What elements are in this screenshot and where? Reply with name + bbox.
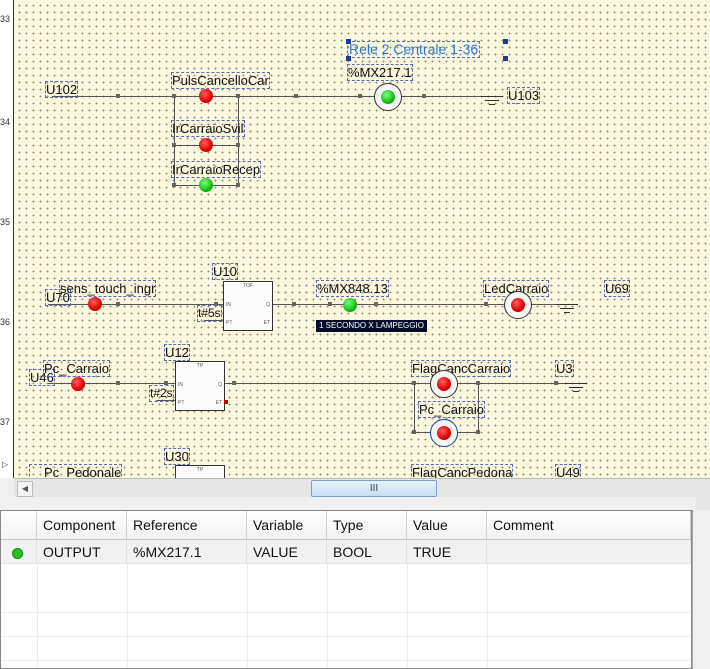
coil-state-green	[381, 90, 395, 104]
rung-start-label[interactable]: U102	[44, 81, 79, 98]
horizontal-scrollbar[interactable]: ◀ III	[14, 478, 710, 498]
coil-state-red	[437, 426, 451, 440]
contact-label[interactable]: Pc_Carraio	[417, 401, 486, 418]
cell-type: BOOL	[327, 540, 407, 564]
rung-end-label[interactable]: U103	[506, 87, 541, 104]
cell-component: OUTPUT	[37, 540, 127, 564]
coil-output[interactable]	[504, 291, 532, 319]
ground-icon	[565, 383, 587, 395]
contact-state-green[interactable]	[199, 178, 213, 192]
row-number: 37	[0, 417, 11, 427]
ground-icon	[556, 304, 578, 316]
row-number: 36	[0, 317, 11, 327]
tof-block[interactable]: TOF IN PT Q ET	[223, 281, 273, 331]
block-instance[interactable]: U12	[164, 344, 190, 361]
comment-label[interactable]: 1 SECONDO X LAMPEGGIO	[316, 320, 427, 332]
contact-state-red[interactable]	[71, 377, 85, 391]
cell-variable: VALUE	[247, 540, 327, 564]
ladder-editor: 33 34 35 36 37 ▷ U102 PulsCancelloCar Ir…	[0, 0, 710, 498]
rung-end-label[interactable]: U49	[555, 464, 581, 481]
ground-icon	[481, 96, 503, 108]
contact-state-red[interactable]	[88, 297, 102, 311]
rung-title[interactable]: Rele 2 Centrale 1-36	[346, 41, 481, 58]
column-header-reference[interactable]: Reference	[127, 511, 247, 540]
row-arrow-icon: ▷	[2, 460, 9, 469]
cell-reference: %MX217.1	[127, 540, 247, 564]
contact-state-red[interactable]	[199, 138, 213, 152]
watch-table: Component Reference Variable Type Value …	[0, 510, 692, 669]
coil-label[interactable]: FlagCancPedona	[410, 464, 514, 481]
scroll-left-icon[interactable]: ◀	[17, 481, 33, 497]
column-header-comment[interactable]: Comment	[487, 511, 691, 540]
rung-start-label[interactable]: U70	[45, 289, 71, 306]
block-instance[interactable]: U30	[164, 448, 190, 465]
contact-label[interactable]: Pc_Pedonale	[28, 464, 123, 481]
row-number: 35	[0, 217, 11, 227]
rung-end-label[interactable]: U69	[604, 280, 630, 297]
row-ruler: 33 34 35 36 37 ▷	[0, 0, 14, 478]
coil-state-red	[511, 298, 525, 312]
coil-output[interactable]	[430, 370, 458, 398]
row-number: 34	[0, 117, 11, 127]
status-dot-icon	[12, 548, 23, 559]
row-number: 33	[0, 14, 11, 24]
watch-vertical-scrollbar[interactable]	[692, 510, 710, 669]
cell-comment[interactable]	[487, 540, 691, 564]
scroll-thumb[interactable]: III	[311, 480, 437, 497]
tp-block[interactable]: TP IN PT Q ET	[175, 361, 228, 411]
cell-value[interactable]: TRUE	[407, 540, 487, 564]
feedback-coil[interactable]	[430, 419, 458, 447]
contact-label[interactable]: PulsCancelloCar	[171, 72, 270, 89]
contact-label[interactable]: sens_touch_ingr	[58, 280, 157, 297]
panel-splitter[interactable]	[0, 497, 710, 510]
contact-state-red[interactable]	[199, 89, 213, 103]
coil-state-red	[437, 377, 451, 391]
column-header-variable[interactable]: Variable	[247, 511, 327, 540]
contact-label[interactable]: Pc_Carraio	[42, 360, 111, 377]
rung-start-label[interactable]: U46	[29, 369, 55, 386]
block-instance[interactable]: U10	[212, 263, 238, 280]
coil-reference[interactable]: %MX217.1	[347, 64, 413, 81]
rung-end-label[interactable]: U3	[555, 360, 574, 377]
ladder-canvas[interactable]: U102 PulsCancelloCar IrCarraioSvil IrCar…	[14, 0, 710, 486]
contact-label[interactable]: IrCarraioSvil	[171, 120, 245, 137]
column-header-value[interactable]: Value	[407, 511, 487, 540]
column-header-status	[1, 511, 37, 540]
coil-output[interactable]	[374, 83, 402, 111]
coil-label[interactable]: FlagCancCarraio	[410, 360, 512, 377]
coil-label[interactable]: LedCarraio	[482, 280, 550, 297]
contact-state-green[interactable]	[343, 298, 357, 312]
preset-time[interactable]: t#5s	[197, 305, 222, 322]
column-header-component[interactable]: Component	[37, 511, 127, 540]
contact-label[interactable]: IrCarraioRecep	[170, 161, 262, 178]
contact-label[interactable]: %MX848.13	[316, 280, 389, 297]
preset-time[interactable]: t#2s	[149, 385, 174, 402]
column-header-type[interactable]: Type	[327, 511, 407, 540]
